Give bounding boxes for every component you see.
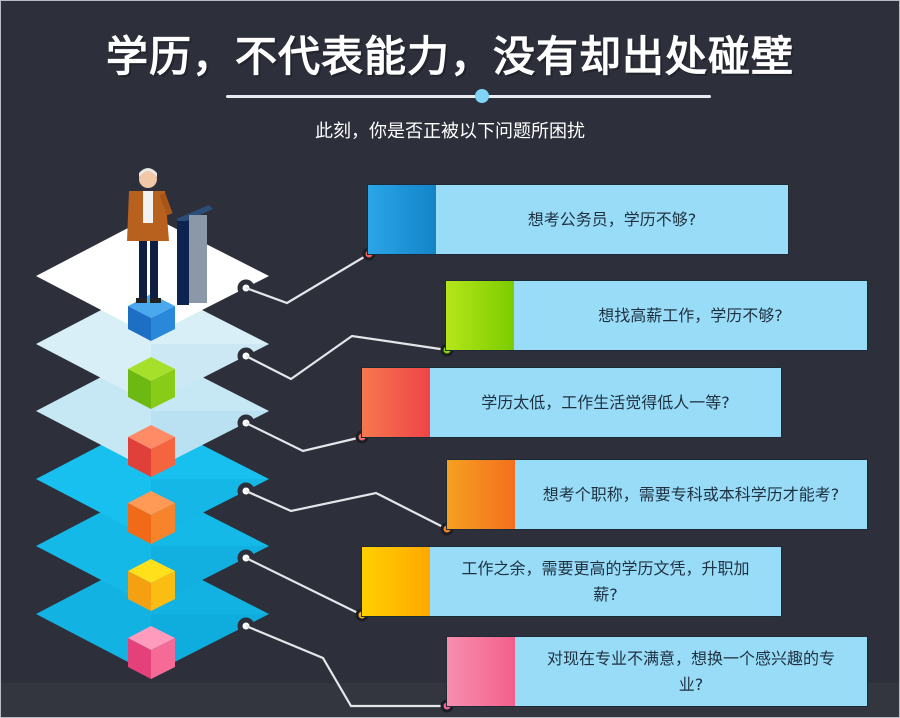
card-color-swatch [446, 281, 514, 350]
cube-pink-icon [128, 626, 175, 679]
question-text: 想找高薪工作，学历不够? [598, 305, 783, 325]
question-text: 学历太低，工作生活觉得低人一等? [481, 392, 730, 412]
question-card-1: 想考公务员，学历不够? [368, 185, 788, 254]
cube-orange-icon [128, 491, 175, 544]
title-separator [226, 95, 711, 98]
question-text: 工作之余，需要更高的学历文凭，升职加薪? [461, 558, 750, 604]
question-text: 想考个职称，需要专科或本科学历才能考? [542, 484, 840, 504]
connector-lines [245, 253, 448, 708]
cube-green-icon [128, 357, 175, 409]
card-anchor-nodes [355, 247, 454, 713]
question-card-2: 想找高薪工作，学历不够? [446, 281, 867, 350]
question-card-4: 想考个职称，需要专科或本科学历才能考? [447, 460, 867, 529]
question-text: 想考公务员，学历不够? [527, 209, 697, 229]
question-card-3: 学历太低，工作生活觉得低人一等? [362, 368, 781, 437]
page-subtitle: 此刻，你是否正被以下问题所困扰 [315, 121, 585, 142]
card-color-swatch [368, 185, 436, 254]
podium-icon [176, 205, 213, 305]
page-title: 学历，不代表能力，没有却出处碰壁 [105, 32, 794, 81]
cube-red-icon [128, 425, 175, 477]
speaker-figure-icon [127, 168, 175, 341]
question-text: 对现在专业不满意，想换一个感兴趣的专业? [546, 648, 835, 694]
card-color-swatch [362, 547, 430, 616]
question-card-5: 工作之余，需要更高的学历文凭，升职加薪? [362, 547, 781, 616]
card-color-swatch [447, 460, 515, 529]
separator-dot-icon [475, 89, 489, 103]
card-color-swatch [362, 368, 430, 437]
card-color-swatch [447, 637, 515, 706]
question-card-6: 对现在专业不满意，想换一个感兴趣的专业? [447, 637, 867, 706]
cube-yellow-icon [128, 559, 175, 611]
